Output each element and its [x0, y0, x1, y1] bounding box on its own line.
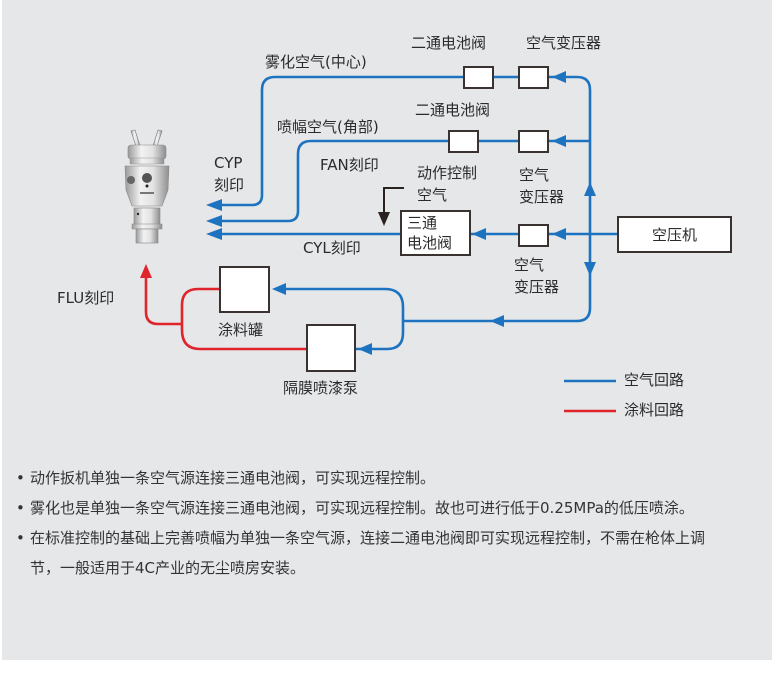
diagram-panel — [2, 0, 772, 660]
two-way-valve-mid-label: 二通电池阀 — [415, 101, 491, 119]
spray-gun-image — [124, 129, 170, 244]
bullet-dot: • — [16, 529, 25, 547]
two-way-valve-top-label: 二通电池阀 — [411, 34, 487, 52]
bullet-dot: • — [16, 499, 25, 517]
three-way-valve-label-1: 三通 — [407, 214, 438, 232]
arrow-up-trunk — [584, 182, 596, 196]
atomizing-air-line — [214, 75, 518, 207]
air-regulator-top-box — [518, 66, 549, 89]
feature-item: • 雾化也是单独一条空气源连接三通电池阀，可实现远程控制。故也可进行低于0.25… — [16, 493, 756, 523]
arrow-fan — [206, 215, 222, 227]
arrow-pump — [358, 343, 372, 355]
compressor-label: 空压机 — [651, 225, 697, 244]
fan-air-line — [214, 139, 518, 223]
arrow-cyp — [206, 199, 222, 211]
air-regulator-mid-label-2: 变压器 — [519, 188, 565, 206]
air-regulator-low-label-1: 空气 — [514, 256, 545, 274]
action-air-label-1: 动作控制 — [417, 164, 478, 182]
air-regulator-low-label-2: 变压器 — [514, 278, 560, 296]
feature-text: 在标准控制的基础上完善喷幅为单独一条空气源，连接二通电池阀即可实现远程控制，不需… — [30, 529, 706, 577]
air-regulator-low-box — [518, 224, 549, 247]
air-regulator-mid-box — [518, 130, 549, 153]
arrow-down-trunk — [584, 262, 596, 276]
feature-text: 动作扳机单独一条空气源连接三通电池阀，可实现远程控制。 — [30, 469, 436, 487]
paint-tank-box — [219, 266, 270, 313]
paint-tank-label: 涂料罐 — [218, 321, 264, 339]
fan-mark-label: FAN刻印 — [320, 156, 379, 174]
feature-text: 雾化也是单独一条空气源连接三通电池阀，可实现远程控制。故也可进行低于0.25MP… — [30, 499, 694, 517]
feature-item: • 动作扳机单独一条空气源连接三通电池阀，可实现远程控制。 — [16, 463, 756, 493]
arrow-bottom-trunk — [490, 315, 504, 327]
feature-list: • 动作扳机单独一条空气源连接三通电池阀，可实现远程控制。 • 雾化也是单独一条… — [16, 463, 756, 583]
cyl-mark-label: CYL刻印 — [303, 239, 361, 257]
paint-loop-air-line — [275, 287, 405, 351]
feature-item: • 在标准控制的基础上完善喷幅为单独一条空气源，连接二通电池阀即可实现远程控制，… — [16, 523, 756, 583]
cyp-label-1: CYP — [214, 154, 243, 172]
paint-line — [144, 270, 306, 351]
bullet-dot: • — [16, 469, 25, 487]
arrow-paint-tank — [272, 283, 286, 295]
action-air-label-2: 空气 — [417, 186, 448, 204]
legend-air-label: 空气回路 — [624, 371, 685, 389]
three-way-valve-box: 三通 电池阀 — [400, 210, 471, 256]
air-regulator-mid-label-1: 空气 — [519, 166, 550, 184]
fan-air-label: 喷幅空气(角部) — [277, 118, 379, 136]
compressor-box: 空压机 — [617, 216, 732, 253]
action-air-line — [383, 187, 404, 218]
legend-paint-label: 涂料回路 — [624, 401, 685, 419]
three-way-valve-label-2: 电池阀 — [407, 234, 453, 252]
diaphragm-pump-label: 隔膜喷漆泵 — [283, 379, 359, 397]
arrow-cyl — [206, 228, 222, 240]
two-way-valve-mid-box — [448, 130, 479, 153]
flu-mark-label: FLU刻印 — [57, 289, 115, 307]
arrow-mid-regulator — [552, 135, 566, 147]
arrow-action — [378, 212, 390, 226]
arrow-flu — [140, 264, 152, 278]
arrow-to-regulator — [552, 228, 566, 240]
cyp-label-2: 刻印 — [214, 176, 245, 194]
diaphragm-pump-box — [306, 324, 356, 372]
arrow-top-regulator — [552, 71, 566, 83]
main-trunk-line — [403, 75, 592, 323]
atomizing-air-label: 雾化空气(中心) — [265, 53, 367, 71]
two-way-valve-top-box — [463, 66, 494, 89]
arrow-to-valve — [472, 228, 486, 240]
air-regulator-top-label: 空气变压器 — [526, 34, 602, 52]
